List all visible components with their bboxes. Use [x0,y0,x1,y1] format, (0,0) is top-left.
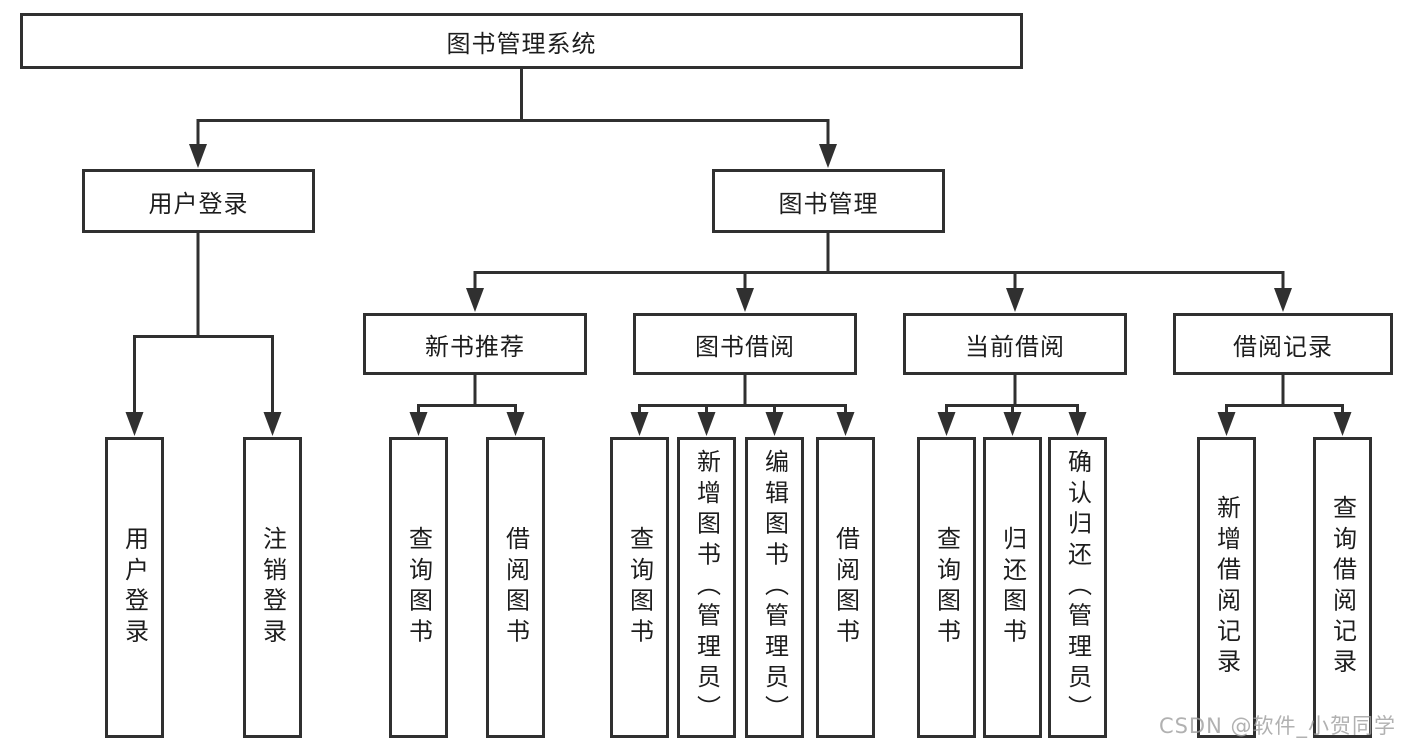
leaf-add-book-admin: 新增图书（管理员） [677,437,736,738]
node-current-borrowing: 当前借阅 [903,313,1127,375]
leaf-query-borrow-record: 查询借阅记录 [1313,437,1372,738]
node-user-login: 用户登录 [82,169,315,233]
leaf-label: 归还图书 [998,526,1027,649]
node-label: 用户登录 [148,189,249,218]
node-label: 当前借阅 [965,332,1065,361]
node-label: 借阅记录 [1233,332,1333,361]
node-label: 图书借阅 [695,332,795,361]
leaf-label: 借阅图书 [831,526,860,649]
node-book-borrowing: 图书借阅 [633,313,857,375]
csdn-watermark: CSDN @软件_小贺同学 [1158,714,1396,738]
leaf-label: 查询图书 [932,526,961,649]
arrowheads [125,144,1352,436]
node-label: 图书管理 [778,189,879,218]
leaf-logout: 注销登录 [243,437,302,738]
node-label: 图书管理系统 [446,29,597,58]
leaf-label: 用户登录 [120,526,149,649]
node-book-management: 图书管理 [712,169,945,233]
leaf-query-books-recommend: 查询图书 [389,437,448,738]
leaf-borrow-books-recommend: 借阅图书 [486,437,545,738]
leaf-confirm-return-admin: 确认归还（管理员） [1048,437,1107,738]
leaf-label: 编辑图书（管理员） [760,449,789,726]
leaf-label: 查询图书 [404,526,433,649]
leaf-return-books: 归还图书 [983,437,1042,738]
leaf-edit-book-admin: 编辑图书（管理员） [745,437,804,738]
leaf-label: 借阅图书 [501,526,530,649]
leaf-query-books-current: 查询图书 [917,437,976,738]
leaf-borrow-books: 借阅图书 [816,437,875,738]
node-label: 新书推荐 [425,332,525,361]
leaf-label: 新增图书（管理员） [692,449,721,726]
leaf-label: 注销登录 [258,526,287,649]
leaf-label: 确认归还（管理员） [1063,449,1092,726]
leaf-query-books-borrowing: 查询图书 [610,437,669,738]
leaf-user-login: 用户登录 [105,437,164,738]
leaf-label: 查询借阅记录 [1328,495,1357,680]
node-library-system: 图书管理系统 [20,13,1023,69]
leaf-label: 新增借阅记录 [1212,495,1241,680]
node-new-book-recommend: 新书推荐 [363,313,587,375]
node-borrow-records: 借阅记录 [1173,313,1393,375]
leaf-add-borrow-record: 新增借阅记录 [1197,437,1256,738]
leaf-label: 查询图书 [625,526,654,649]
